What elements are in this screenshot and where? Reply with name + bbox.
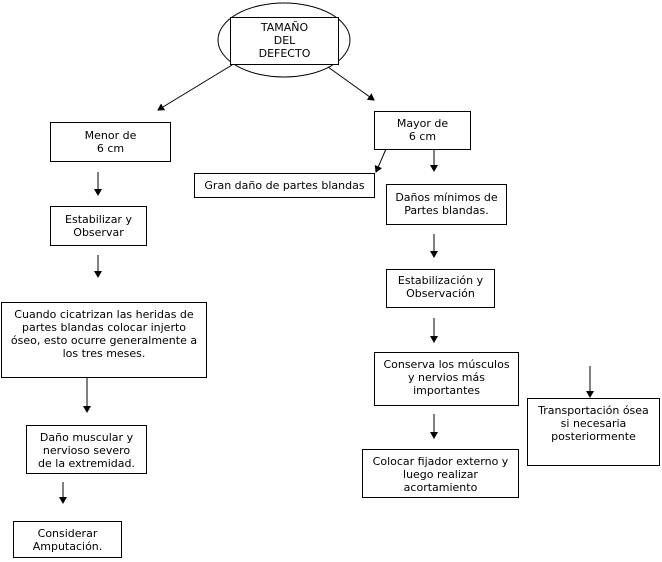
arrow-root-to-mayor	[327, 66, 375, 101]
node-menor: Menor de 6 cm	[50, 122, 171, 162]
node-fijador: Colocar fijador externo y luego realizar…	[362, 449, 519, 498]
node-conserva: Conserva los músculos y nervios más impo…	[374, 352, 519, 406]
root-ellipse	[217, 2, 351, 78]
node-transportacion: Transportación ósea si necesaria posteri…	[527, 398, 660, 466]
node-estabilizar: Estabilizar y Observar	[50, 206, 147, 246]
node-danos-minimos: Daños mínimos de Partes blandas.	[386, 184, 507, 225]
node-estabilizacion: Estabilización y Observación	[386, 269, 495, 308]
arrow-root-to-menor	[157, 64, 233, 111]
node-mayor: Mayor de 6 cm	[374, 111, 471, 150]
node-amputacion: Considerar Amputación.	[13, 521, 122, 558]
node-dano-muscular: Daño muscular y nervioso severo de la ex…	[26, 425, 147, 474]
node-gran-dano: Gran daño de partes blandas	[194, 173, 375, 198]
arrow-mayor-to-gran-dano	[374, 148, 387, 173]
node-root: TAMAÑO DEL DEFECTO	[230, 17, 339, 65]
node-cicatrizan: Cuando cicatrizan las heridas de partes …	[1, 302, 207, 378]
